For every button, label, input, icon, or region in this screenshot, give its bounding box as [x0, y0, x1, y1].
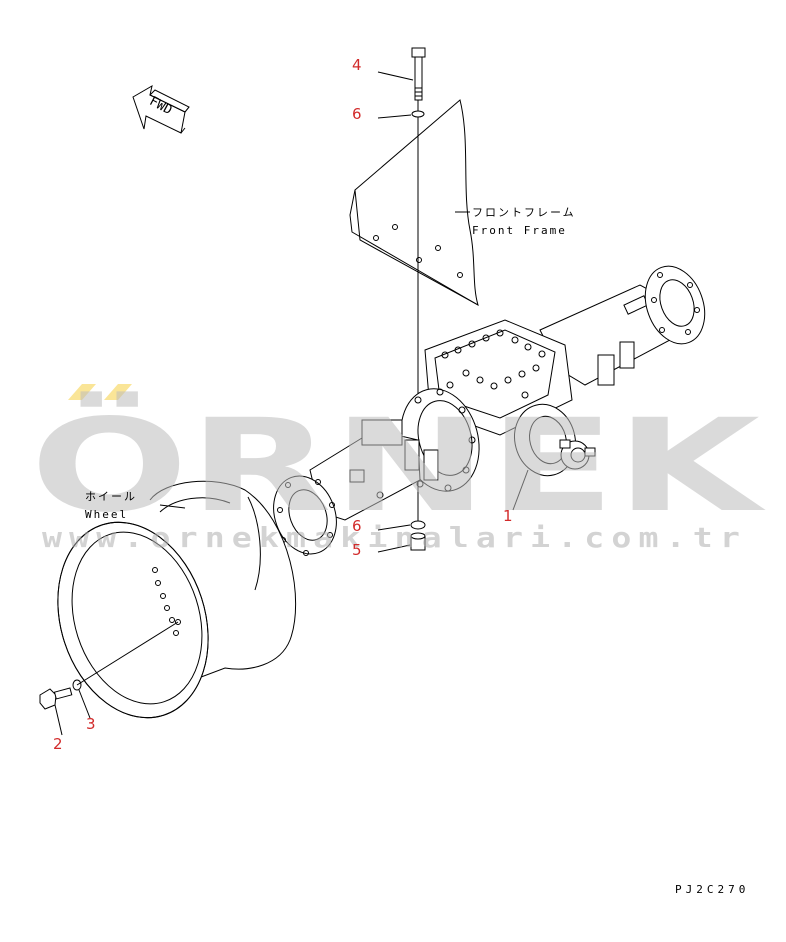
wheel-bolt: [39, 687, 73, 710]
drawing-code: PJ2C270: [675, 883, 749, 896]
watermark-accent-right: [104, 384, 132, 400]
leader-lines: [54, 71, 529, 736]
callout-2: 2: [53, 735, 63, 753]
mount-bolt: [411, 47, 426, 101]
watermark-brand: ÖRNEK: [30, 391, 767, 541]
callout-6-bottom: 6: [352, 517, 362, 535]
front-frame-label-jp: フロントフレーム: [472, 206, 576, 219]
wheel-label-en: Wheel: [85, 508, 128, 521]
callout-5: 5: [352, 541, 362, 559]
callout-3: 3: [86, 715, 96, 733]
housing-bolts: [441, 329, 546, 399]
callout-4: 4: [352, 56, 362, 74]
nut: [410, 532, 426, 551]
wheel: [57, 480, 297, 719]
front-frame: [349, 99, 479, 307]
washer-bottom: [410, 520, 426, 530]
axle-assembly: [273, 265, 706, 556]
washer-top: [411, 110, 425, 118]
fwd-arrow-icon: FWD: [132, 84, 190, 134]
wheel-label-jp: ホイール: [85, 490, 137, 503]
watermark: ÖRNEK www.ornekmakinalari.com.tr: [30, 384, 767, 554]
callout-6-top: 6: [352, 105, 362, 123]
callout-1: 1: [503, 507, 513, 525]
front-frame-label-en: Front Frame: [472, 224, 567, 237]
watermark-accent-left: [68, 384, 96, 400]
watermark-url: www.ornekmakinalari.com.tr: [42, 521, 747, 554]
